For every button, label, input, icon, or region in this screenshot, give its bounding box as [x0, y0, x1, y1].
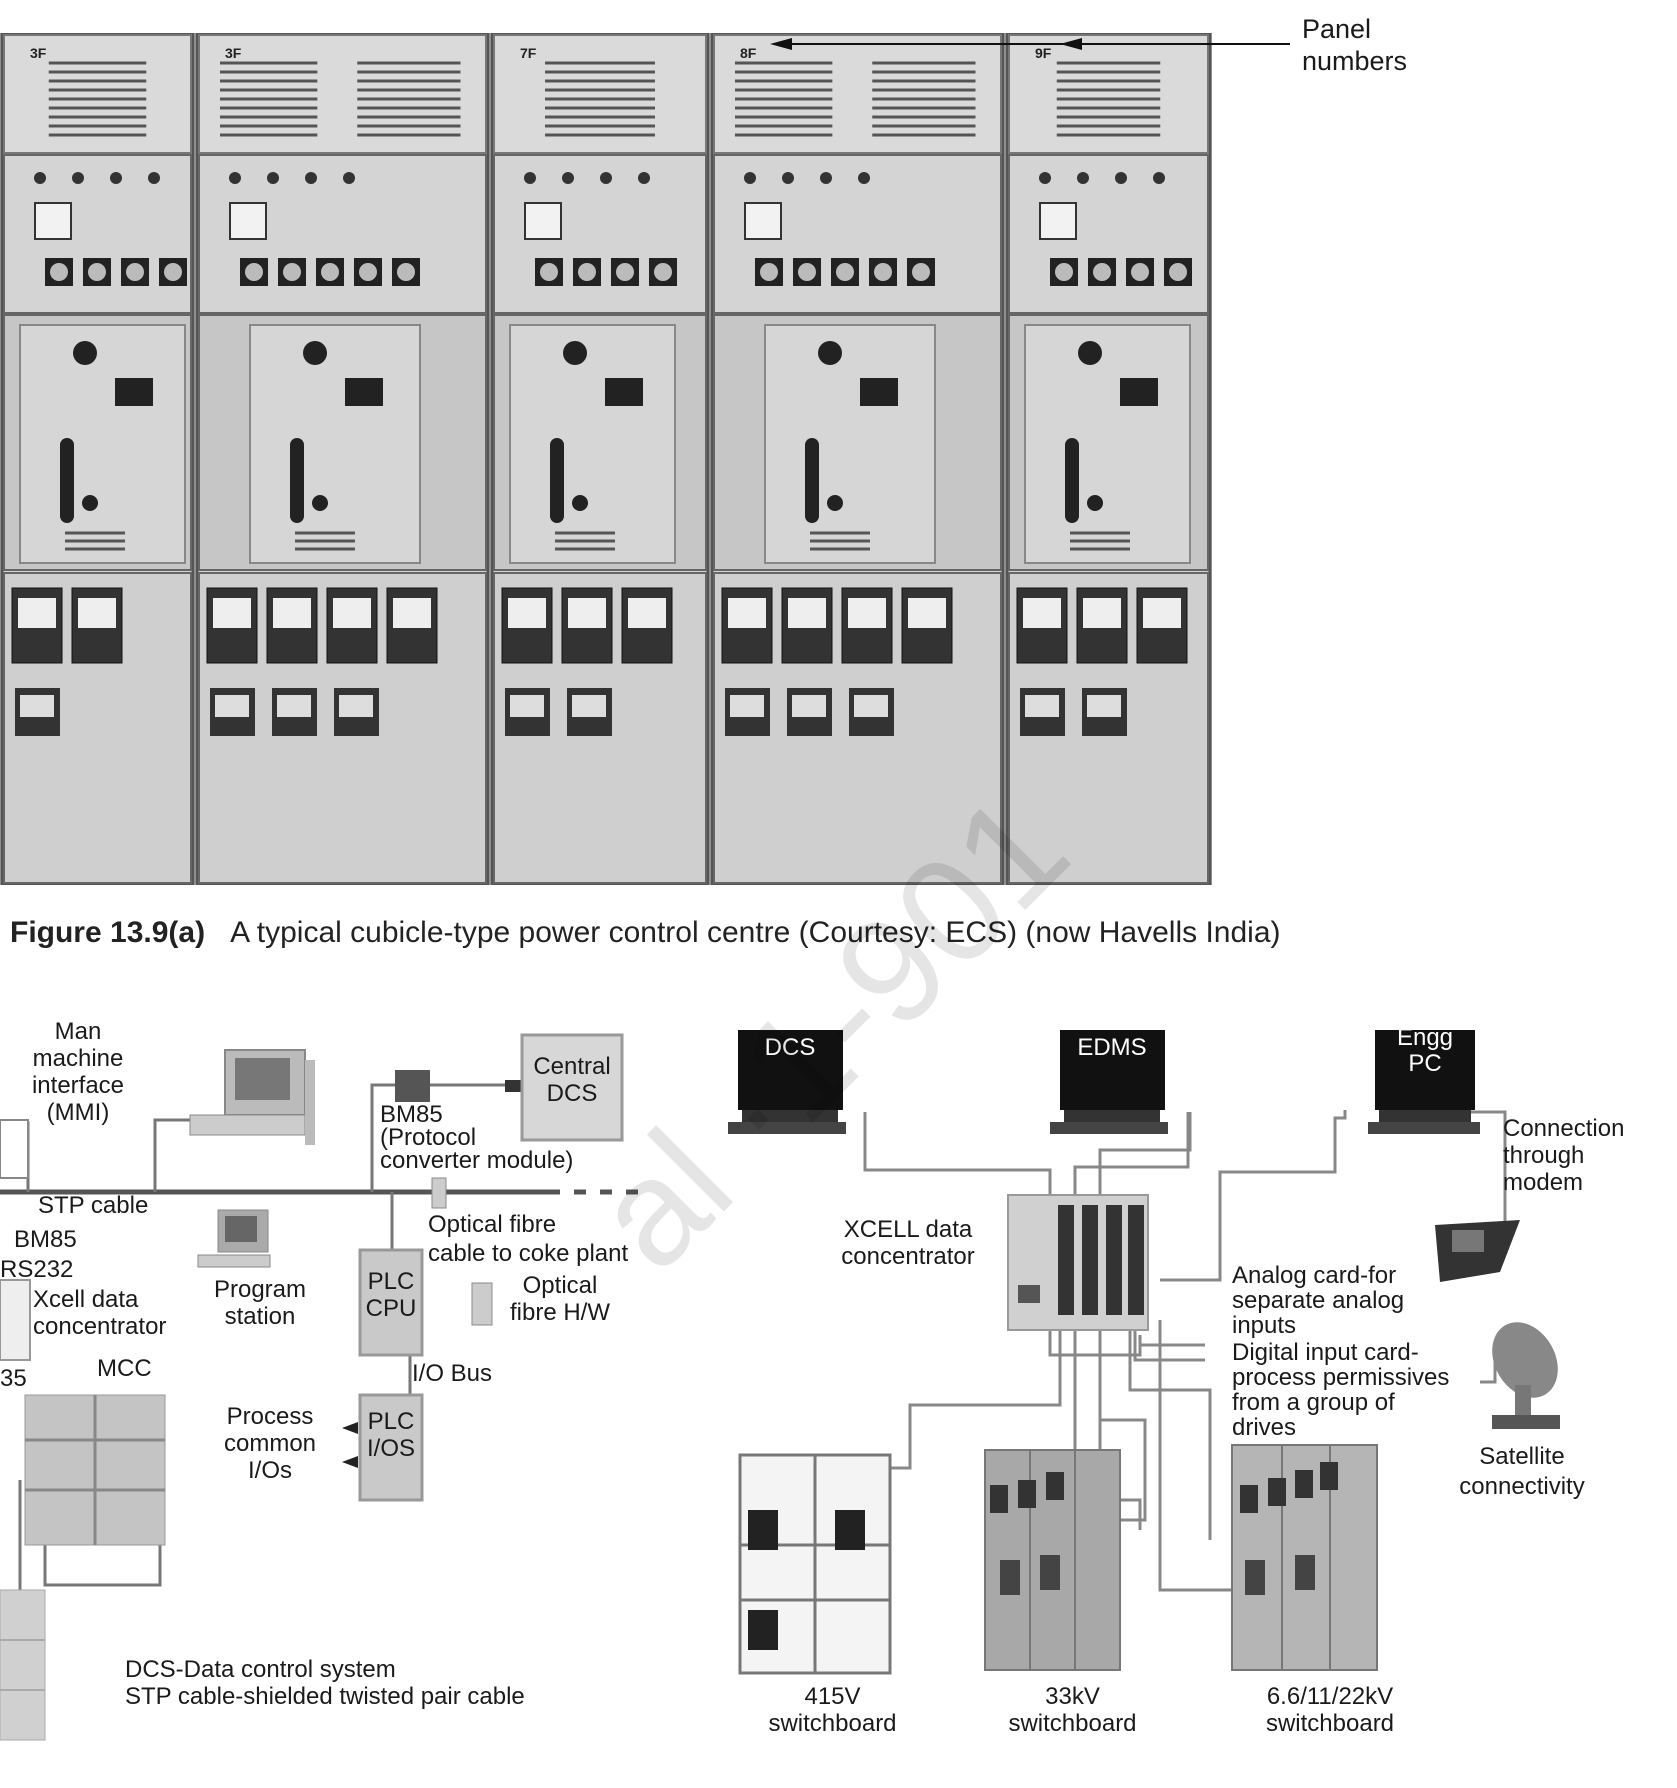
optical-fibre-cable-label: Optical fibre cable to coke plant	[428, 1211, 629, 1267]
digital-card-label: Digital input card- process permissives …	[1232, 1339, 1450, 1441]
bm85-label: BM85	[14, 1226, 77, 1253]
connection-modem-label: Connection through modem	[1503, 1115, 1625, 1196]
bm85-module-icon	[395, 1070, 430, 1102]
switchboard-6kv	[1231, 1444, 1378, 1671]
switchboard-415v	[738, 1453, 892, 1675]
panel-number-badge: 3F	[30, 45, 47, 61]
monitor-label: DCS	[765, 1034, 816, 1061]
figure-caption: Figure 13.9(a) A typical cubicle-type po…	[10, 915, 1281, 951]
caption-text: A typical cubicle-type power control cen…	[230, 916, 1281, 949]
analog-card-label: Analog card-for separate analog inputs	[1232, 1262, 1405, 1339]
central-dcs-label: Central DCS	[533, 1053, 611, 1107]
program-station-icon	[197, 1209, 271, 1268]
mmi-computer-icon	[189, 1049, 315, 1145]
switchboard-6kv-label: 6.6/11/22kV switchboard	[1265, 1683, 1395, 1737]
panel-number-badge: 8F	[740, 45, 757, 61]
panel-numbers-label: Panel numbers	[1302, 14, 1408, 76]
mcc-label: MCC	[97, 1355, 152, 1382]
mcc-cabinet	[24, 1394, 166, 1546]
panel-number-badge: 3F	[225, 45, 242, 61]
modem-telephone-icon	[1435, 1220, 1520, 1282]
plc-cpu-label: PLC CPU	[365, 1268, 417, 1322]
plc-ios-box	[358, 1393, 424, 1502]
optical-fibre-hw-label: Optical fibre H/W	[509, 1272, 610, 1326]
monitor-label: EDMS	[1077, 1034, 1146, 1061]
engg-pc-monitor	[1368, 1030, 1480, 1134]
xcell-concentrator-icon	[1007, 1194, 1149, 1331]
bm85-protocol-label: BM85 (Protocol converter module)	[380, 1101, 574, 1174]
panel-number-badge: 9F	[1035, 45, 1052, 61]
io-bus-label: I/O Bus	[412, 1360, 493, 1387]
stp-cable-label: STP cable	[38, 1192, 149, 1219]
switchboard-415v-label: 415V switchboard	[768, 1683, 897, 1737]
diagram-legend: DCS-Data control system STP cable-shield…	[125, 1656, 525, 1710]
xcell-left-label: Xcell data concentrator	[33, 1286, 167, 1340]
monitor-label: Engg	[1397, 1024, 1453, 1051]
rs232-label: RS232	[0, 1256, 74, 1283]
mmi-label: Man machine interface (MMI)	[31, 1018, 125, 1126]
plc-cpu-box	[358, 1248, 424, 1357]
switchboard-33kv-label: 33kV switchboard	[1008, 1683, 1137, 1737]
central-dcs-box	[520, 1033, 624, 1142]
xcell-box-left	[0, 1279, 31, 1361]
bm85-partial-label: 35	[0, 1365, 27, 1392]
panel-number-arrows	[770, 38, 1290, 50]
xcell-right-label: XCELL data concentrator	[841, 1216, 975, 1270]
program-station-label: Program station	[213, 1276, 307, 1330]
monitor-label: PC	[1408, 1050, 1441, 1077]
satellite-label: Satellite connectivity	[1459, 1443, 1585, 1500]
edms-monitor	[1050, 1030, 1168, 1134]
panel-number-badge: 7F	[520, 45, 537, 61]
satellite-dish-icon	[1492, 1322, 1560, 1429]
process-ios-label: Process common I/Os	[223, 1403, 317, 1484]
switchboard-33kv	[984, 1449, 1121, 1671]
plc-ios-label: PLC I/OS	[366, 1408, 415, 1462]
dcs-monitor	[728, 1030, 846, 1134]
left-cabinet	[0, 1589, 46, 1741]
switchgear-panel-photo: 3F 3F 7F 8F 9F	[0, 33, 1212, 885]
figure-number: Figure 13.9(a)	[10, 916, 206, 949]
